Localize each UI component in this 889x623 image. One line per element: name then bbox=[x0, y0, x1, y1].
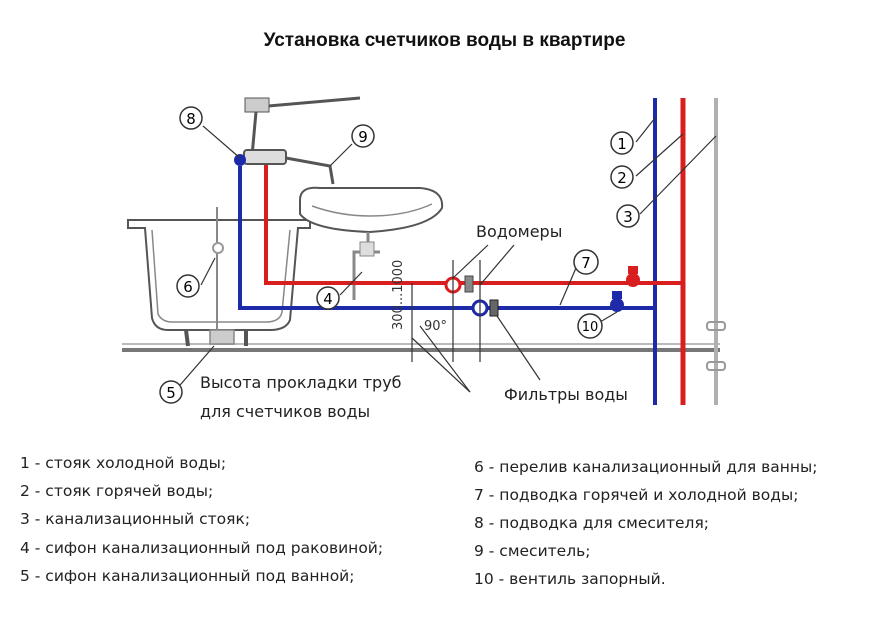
mixer-cold-connector bbox=[234, 154, 246, 166]
callout-1: 1 bbox=[610, 131, 634, 155]
filters-label: Фильтры воды bbox=[504, 385, 628, 404]
cold-valve-handle bbox=[612, 291, 622, 299]
legend-item: 1 - стояк холодной воды; bbox=[20, 454, 227, 472]
legend-item: 10 - вентиль запорный. bbox=[474, 570, 666, 588]
legend-item: 9 - смеситель; bbox=[474, 542, 591, 560]
legend-item: 6 - перелив канализационный для ванны; bbox=[474, 458, 818, 476]
legend-item: 3 - канализационный стояк; bbox=[20, 510, 251, 528]
sewer-clamp bbox=[706, 361, 726, 371]
cold-water-filter bbox=[489, 299, 499, 317]
hot-supply-mixer bbox=[264, 165, 683, 285]
callout-9: 9 bbox=[351, 124, 375, 148]
callout-6: 6 bbox=[176, 274, 200, 298]
height-label-2: для счетчиков воды bbox=[200, 402, 370, 421]
page-title: Установка счетчиков воды в квартире bbox=[263, 30, 626, 51]
callout-10: 10 bbox=[577, 313, 603, 339]
sink-siphon-body bbox=[359, 241, 375, 257]
legend-item: 8 - подводка для смесителя; bbox=[474, 514, 710, 532]
dimension-vertical-label: 300...1000 bbox=[391, 260, 406, 330]
bath-siphon bbox=[209, 329, 235, 345]
callout-7: 7 bbox=[573, 249, 599, 275]
callout-5: 5 bbox=[159, 380, 183, 404]
callout-3: 3 bbox=[616, 204, 640, 228]
callout-4: 4 bbox=[316, 286, 340, 310]
sewer-clamp bbox=[706, 321, 726, 331]
angle-label: 90° bbox=[424, 319, 447, 334]
svg-text:1: 1 bbox=[617, 135, 627, 153]
legend-item: 4 - сифон канализационный под раковиной; bbox=[20, 539, 384, 557]
svg-text:2: 2 bbox=[617, 169, 627, 187]
hot-water-filter bbox=[464, 275, 474, 293]
meters-label: Водомеры bbox=[476, 222, 562, 241]
height-label-1: Высота прокладки труб bbox=[200, 373, 402, 392]
svg-text:10: 10 bbox=[582, 320, 599, 335]
hot-shutoff-valve bbox=[626, 273, 640, 287]
legend-item: 2 - стояк горячей воды; bbox=[20, 482, 214, 500]
svg-text:5: 5 bbox=[166, 384, 176, 402]
svg-text:6: 6 bbox=[183, 278, 193, 296]
overflow-outlet bbox=[212, 242, 224, 254]
mixer-spout bbox=[285, 156, 335, 185]
cold-shutoff-valve bbox=[610, 298, 624, 312]
cold-supply-mixer bbox=[238, 166, 655, 310]
callout-8: 8 bbox=[179, 106, 203, 130]
svg-text:3: 3 bbox=[623, 208, 633, 226]
bathtub-foot bbox=[184, 329, 248, 347]
sink-inner bbox=[311, 203, 433, 217]
bathtub-inner bbox=[151, 229, 291, 323]
shower-head bbox=[244, 97, 270, 113]
svg-text:9: 9 bbox=[358, 128, 368, 146]
callout-2: 2 bbox=[610, 165, 634, 189]
svg-text:4: 4 bbox=[323, 290, 333, 308]
sink bbox=[299, 186, 444, 234]
svg-text:8: 8 bbox=[186, 110, 196, 128]
svg-text:7: 7 bbox=[581, 254, 591, 272]
legend-item: 5 - сифон канализационный под ванной; bbox=[20, 567, 355, 585]
legend-item: 7 - подводка горячей и холодной воды; bbox=[474, 486, 799, 504]
hot-valve-handle bbox=[628, 266, 638, 274]
shower-hose bbox=[250, 111, 258, 157]
mixer-body bbox=[243, 149, 287, 165]
